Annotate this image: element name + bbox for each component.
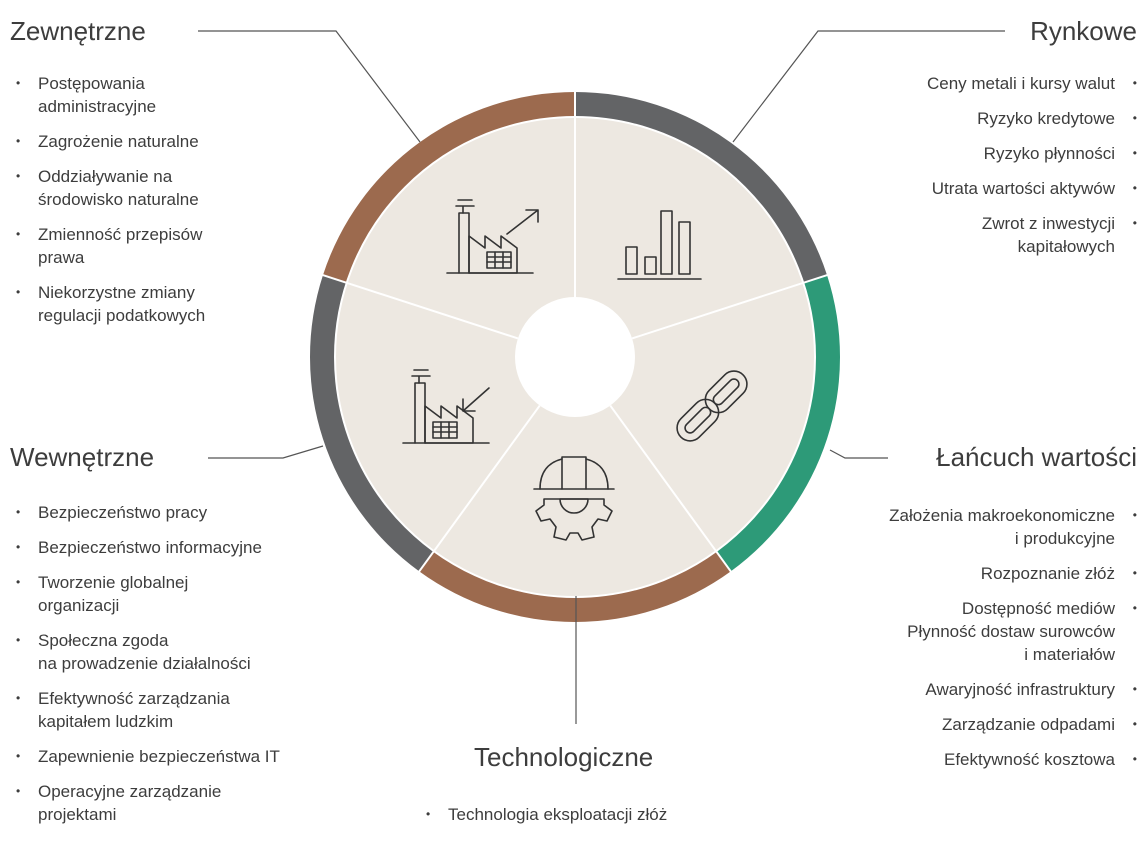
list-item-text: Postępowania: [38, 74, 145, 93]
bar-chart-icon: [617, 210, 702, 280]
list-item-text: Zarządzanie odpadami: [942, 715, 1115, 734]
ring-segment-rynkowe: [575, 92, 828, 283]
list-item: Operacyjne zarządzanie projektami: [16, 780, 396, 826]
list-item: Zarządzanie odpadami: [807, 713, 1137, 736]
segment-divider: [321, 273, 519, 340]
list-item-text: kapitałowych: [1017, 237, 1115, 256]
list-item: Bezpieczeństwo informacyjne: [16, 536, 396, 559]
list-item: Tworzenie globalnej organizacji: [16, 571, 396, 617]
list-item-text: na prowadzenie działalności: [38, 654, 251, 673]
list-item-text: Ceny metali i kursy walut: [926, 74, 1115, 93]
list-item: Awaryjność infrastruktury: [807, 678, 1137, 701]
segment-divider: [631, 273, 829, 340]
segment-divider: [609, 404, 733, 573]
ring-segment-technologiczne: [419, 551, 731, 622]
list-item-text: Oddziaływanie na: [38, 167, 173, 186]
list-item: Założenia makroekonomiczne i produkcyjne: [807, 504, 1137, 550]
list-item-text: Awaryjność infrastruktury: [925, 680, 1115, 699]
center-hole: [515, 297, 635, 417]
list-item-text: Operacyjne zarządzanie: [38, 782, 222, 801]
inner-ring-boundary: [334, 116, 816, 598]
icons-layer: [402, 199, 748, 541]
list-item-text: Społeczna zgoda: [38, 631, 169, 650]
list-item-text: Tworzenie globalnej: [38, 573, 189, 592]
list-item-text: środowisko naturalne: [38, 190, 199, 209]
title-technologiczne: Technologiczne: [474, 742, 654, 772]
list-item-text: organizacji: [38, 596, 120, 615]
list-item-text: Zmienność przepisów: [38, 225, 203, 244]
list-item-text: administracyjne: [38, 97, 157, 116]
list-item: Bezpieczeństwo pracy: [16, 501, 396, 524]
list-item: Efektywność zarządzania kapitałem ludzkim: [16, 687, 396, 733]
list-item-text: Bezpieczeństwo informacyjne: [38, 538, 262, 557]
list-item-text: Ryzyko kredytowe: [977, 109, 1115, 128]
list-item: Efektywność kosztowa: [807, 748, 1137, 771]
list-item-text: Niekorzystne zmiany: [38, 283, 195, 302]
list-item: Zapewnienie bezpieczeństwa IT: [16, 745, 396, 768]
list-item: Zwrot z inwestycji kapitałowych: [797, 212, 1137, 258]
list-item: Zagrożenie naturalne: [16, 130, 316, 153]
ring-segment-zewnetrzne: [322, 92, 575, 283]
connector-lancuch: [829, 449, 888, 459]
list-item: Niekorzystne zmiany regulacji podatkowych: [16, 281, 316, 327]
factory-rising-arrow-icon: [446, 199, 539, 274]
list-item: Społeczna zgoda na prowadzenie działalnoś…: [16, 629, 396, 675]
list-item: Postępowania administracyjne: [16, 72, 316, 118]
list-item-text: Zagrożenie naturalne: [38, 132, 199, 151]
list-item-text: Technologia eksploatacji złóż: [448, 805, 668, 824]
list-item: Ceny metali i kursy walut: [797, 72, 1137, 95]
factory-inward-arrow-icon: [402, 369, 490, 444]
connector-wewnetrzne: [208, 445, 324, 459]
connector-lines: [198, 30, 1005, 724]
list-item-text: Utrata wartości aktywów: [931, 179, 1115, 198]
list-item-text: i materiałów: [1024, 645, 1115, 664]
list-item: Oddziaływanie na środowisko naturalne: [16, 165, 316, 211]
segment-divider: [417, 404, 541, 573]
list-item-text: Ryzyko płynności: [983, 144, 1115, 163]
list-item-text: Efektywność kosztowa: [943, 750, 1115, 769]
title-lancuch: Łańcuch wartości: [936, 442, 1137, 472]
list-item: Ryzyko kredytowe: [797, 107, 1137, 130]
list-item-text: kapitałem ludzkim: [38, 712, 174, 731]
list-rynkowe: Ceny metali i kursy walutRyzyko kredytow…: [797, 72, 1137, 270]
list-item-text: projektami: [38, 805, 117, 824]
list-item: Zmienność przepisów prawa: [16, 223, 316, 269]
list-item-text: prawa: [38, 248, 85, 267]
list-zewnetrzne: Postępowania administracyjneZagrożenie na…: [16, 72, 316, 339]
list-item-text: Zwrot z inwestycji: [981, 214, 1115, 233]
list-item-text: Dostępność mediów: [961, 599, 1115, 618]
list-item-text: Rozpoznanie złóż: [980, 564, 1115, 583]
list-item-text: Płynność dostaw surowców: [907, 622, 1115, 641]
title-rynkowe: Rynkowe: [1030, 16, 1137, 46]
list-item-text: regulacji podatkowych: [38, 306, 206, 325]
chain-link-icon: [676, 370, 748, 442]
list-item: Ryzyko płynności: [797, 142, 1137, 165]
list-item-text: i produkcyjne: [1014, 529, 1115, 548]
title-wewnetrzne: Wewnętrzne: [10, 442, 155, 472]
connector-rynkowe: [732, 30, 1005, 143]
list-lancuch: Założenia makroekonomiczne i produkcyjneR…: [807, 504, 1137, 783]
list-item: Rozpoznanie złóż: [807, 562, 1137, 585]
list-wewnetrzne: Bezpieczeństwo pracyBezpieczeństwo infor…: [16, 501, 396, 838]
list-item: Technologia eksploatacji złóż: [426, 803, 746, 826]
connector-zewnetrzne: [198, 30, 421, 143]
title-zewnetrzne: Zewnętrzne: [10, 16, 146, 46]
list-item-text: Bezpieczeństwo pracy: [38, 503, 208, 522]
list-technologiczne: Technologia eksploatacji złóż: [426, 803, 746, 838]
helmet-gear-icon: [533, 456, 615, 541]
list-item-text: Założenia makroekonomiczne: [889, 506, 1115, 525]
list-item-text: Efektywność zarządzania: [38, 689, 230, 708]
list-item-text: Zapewnienie bezpieczeństwa IT: [38, 747, 280, 766]
list-item: Utrata wartości aktywów: [797, 177, 1137, 200]
